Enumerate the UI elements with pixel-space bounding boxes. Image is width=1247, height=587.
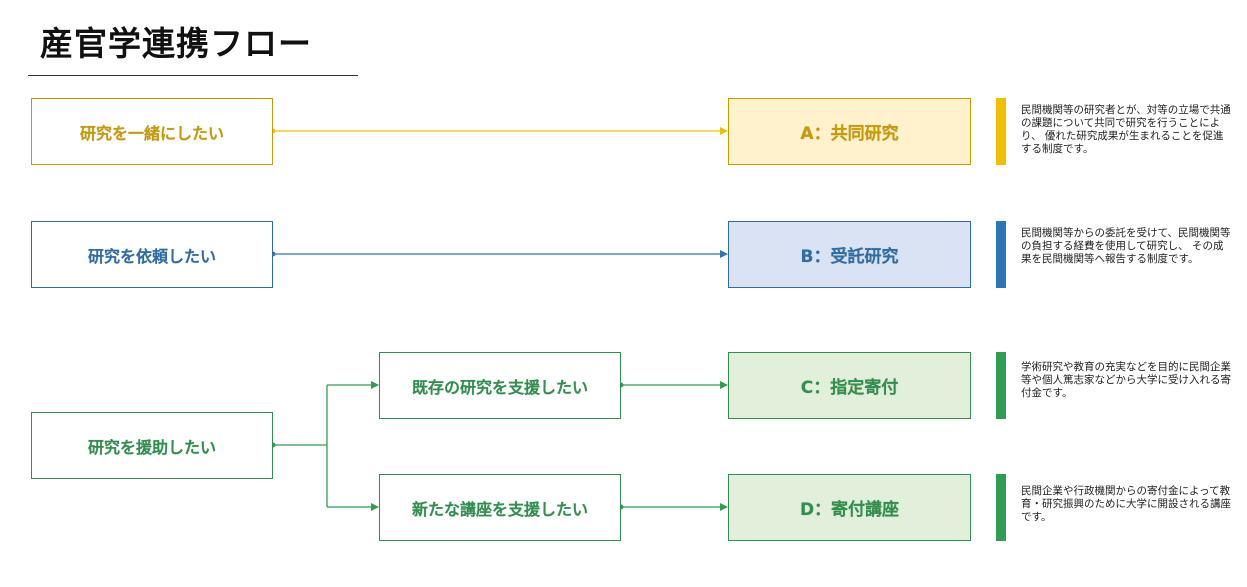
description-a: 民間機関等の研究者とが、対等の立場で共通の課題について共同で研究を行うことにより… xyxy=(1021,104,1231,155)
middle-box-support-existing: 既存の研究を支援したい xyxy=(379,352,621,419)
title-underline xyxy=(28,75,358,76)
source-box-support-research: 研究を援助したい xyxy=(31,412,273,479)
accent-bar-a xyxy=(996,98,1006,165)
target-box-b-commissioned-research: B：受託研究 xyxy=(728,221,971,288)
description-b: 民間機関等からの委託を受けて、民間機関等の負担する経費を使用して研究し、 その成… xyxy=(1021,227,1231,265)
target-box-c-designated-donation: C：指定寄付 xyxy=(728,352,971,419)
connector-d xyxy=(618,503,728,511)
page-title: 産官学連携フロー xyxy=(40,24,312,63)
accent-bar-c xyxy=(996,352,1006,419)
connector-a xyxy=(270,127,728,135)
description-d: 民間企業や行政機関からの寄付金によって教育・研究振興のために大学に開設される講座… xyxy=(1021,485,1231,523)
accent-bar-b xyxy=(996,221,1006,288)
source-box-joint-research: 研究を一緒にしたい xyxy=(31,98,273,165)
accent-bar-d xyxy=(996,474,1006,541)
description-c: 学術研究や教育の充実などを目的に民間企業等や個人篤志家などから大学に受け入れる寄… xyxy=(1021,361,1231,399)
source-box-request-research: 研究を依頼したい xyxy=(31,221,273,288)
connector-support-branch xyxy=(270,381,379,511)
target-box-a-joint-research: A：共同研究 xyxy=(728,98,971,165)
connector-b xyxy=(270,250,728,258)
middle-box-support-new-course: 新たな講座を支援したい xyxy=(379,474,621,541)
target-box-d-endowed-course: D：寄付講座 xyxy=(728,474,971,541)
connector-c xyxy=(618,381,728,389)
